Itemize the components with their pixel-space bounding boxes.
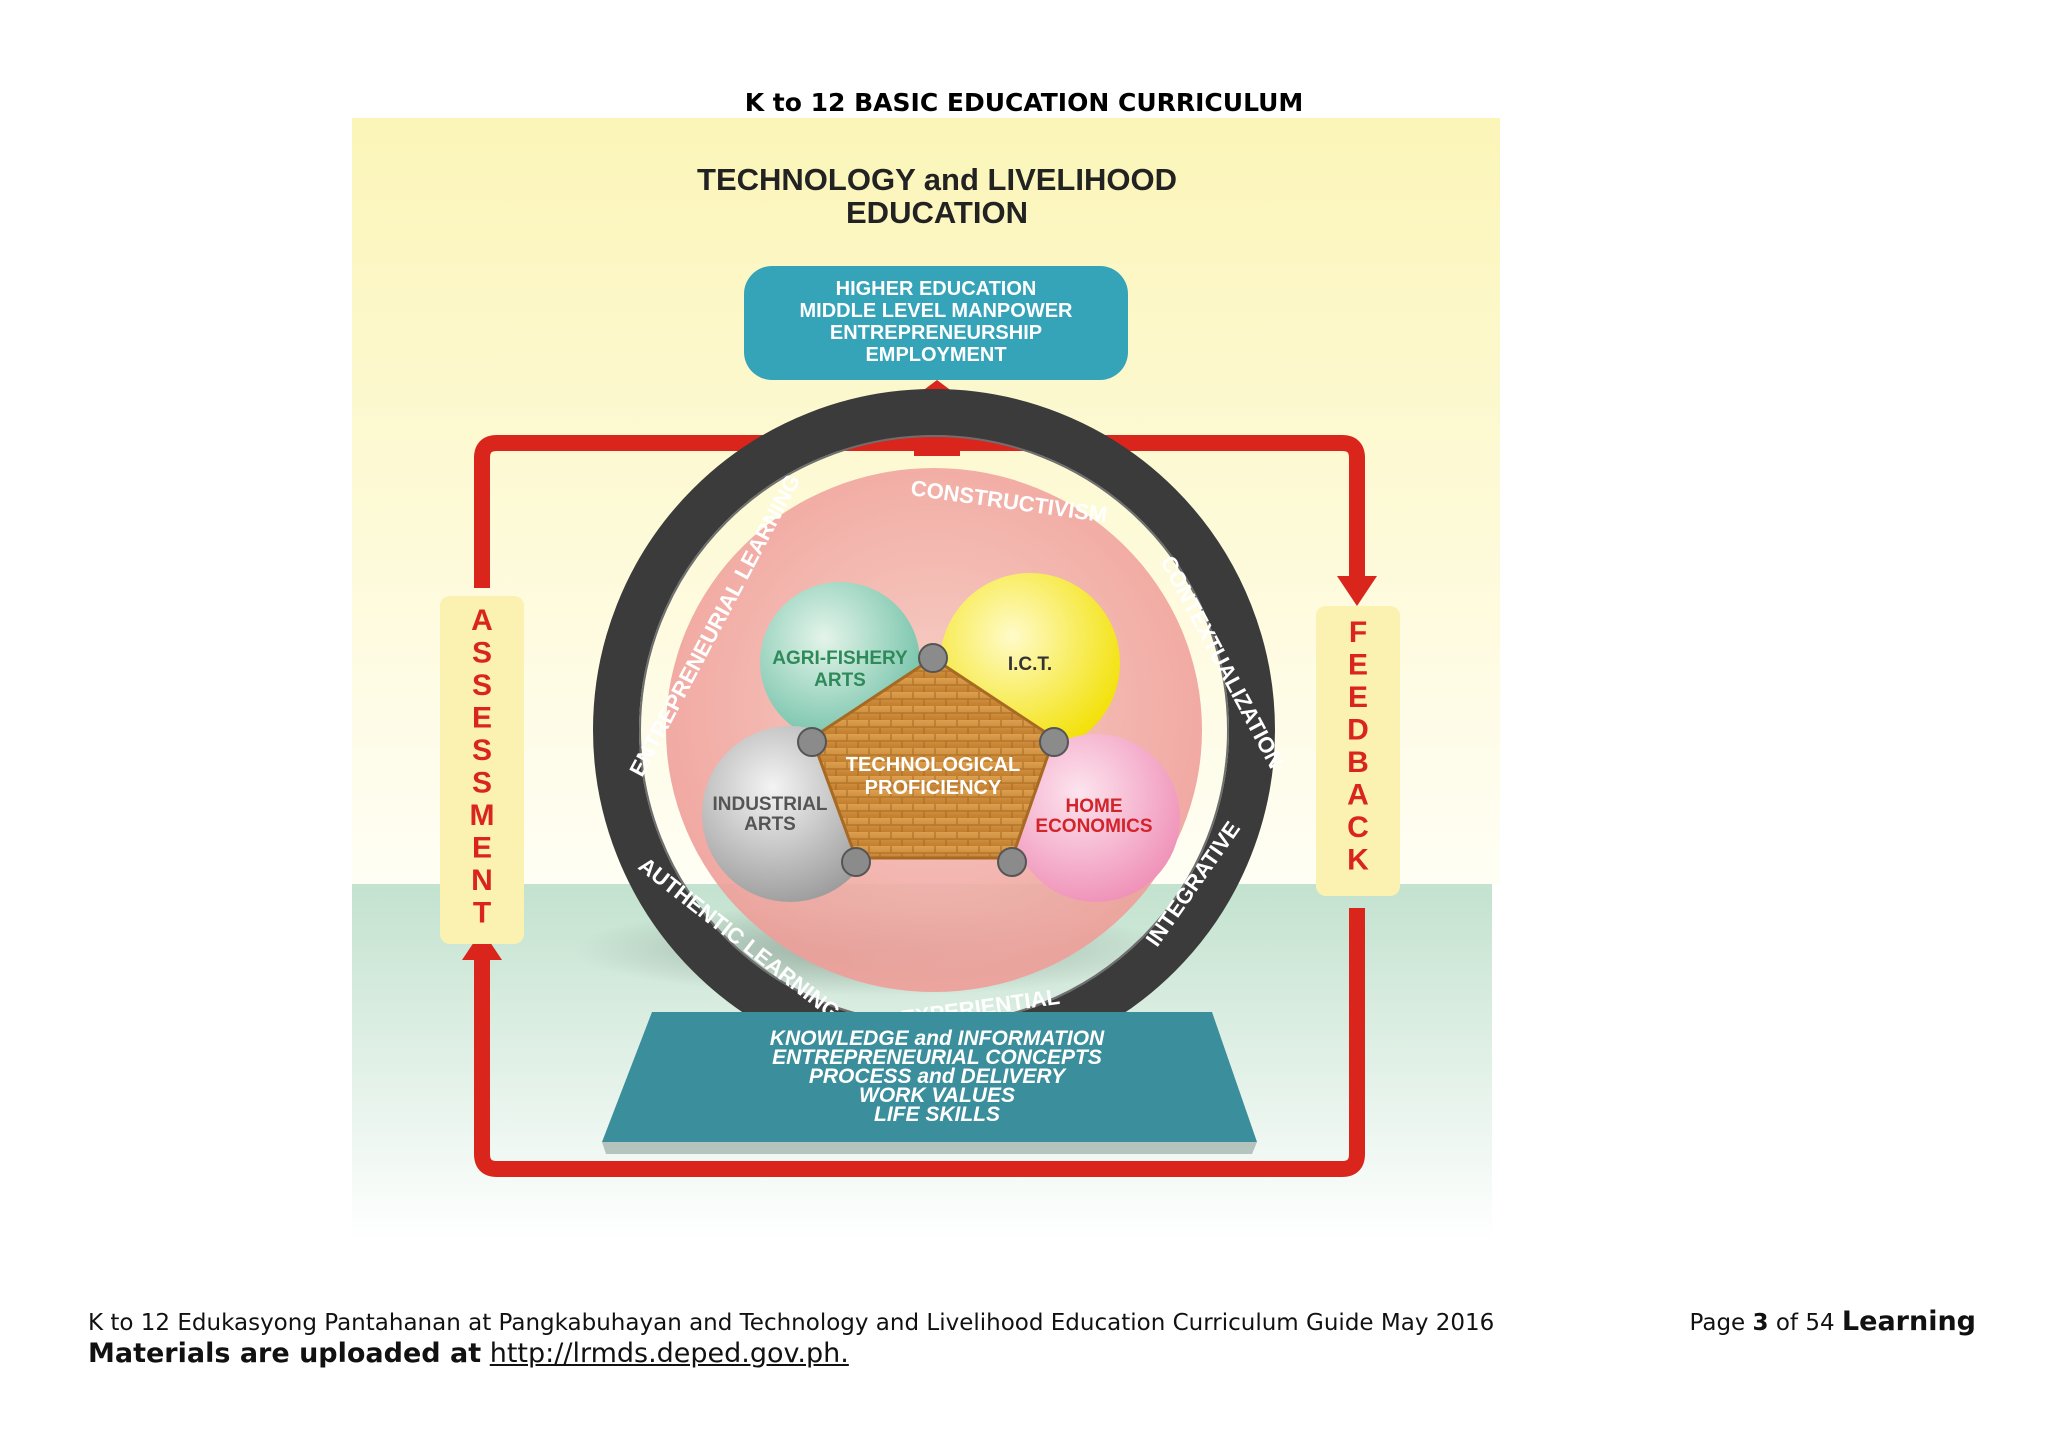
sphere-label-industrial-line2: ARTS — [744, 814, 796, 835]
outcome-entrepreneurship: ENTREPRENEURSHIP — [830, 322, 1042, 344]
outcome-higher-education: HIGHER EDUCATION — [836, 278, 1037, 300]
center-label-line2: PROFICIENCY — [865, 777, 1002, 799]
connector-screw — [918, 643, 948, 673]
tle-framework-figure: TECHNOLOGY and LIVELIHOOD EDUCATION HIGH… — [352, 118, 1500, 1240]
foundation-work-values: WORK VALUES — [859, 1084, 1015, 1107]
feedback-loop-arrow-bottom — [474, 908, 1365, 1177]
foundation-shadow — [602, 1142, 1257, 1154]
connector-screw — [997, 847, 1027, 877]
foundation-knowledge: KNOWLEDGE and INFORMATION — [770, 1027, 1105, 1050]
lrmds-link[interactable]: http://lrmds.deped.gov.ph. — [489, 1338, 849, 1369]
sphere-home-economics — [1012, 734, 1180, 902]
footer-materials-line: Materials are uploaded at http://lrmds.d… — [88, 1338, 849, 1369]
arrow-up-assessment — [462, 930, 502, 960]
foundation-life-skills: LIFE SKILLS — [874, 1103, 1000, 1126]
center-label-line1: TECHNOLOGICAL — [846, 754, 1020, 776]
assessment-panel — [440, 596, 524, 944]
document-header: K to 12 BASIC EDUCATION CURRICULUM — [744, 88, 1304, 117]
figure-title-line2: EDUCATION — [846, 195, 1028, 230]
outcome-middle-level-manpower: MIDDLE LEVEL MANPOWER — [800, 300, 1074, 322]
page-prefix: Page — [1689, 1310, 1746, 1336]
page-suffix: Learning — [1841, 1306, 1976, 1337]
foundation-entrepreneurial-concepts: ENTREPRENEURIAL CONCEPTS — [772, 1046, 1102, 1069]
outcomes-box — [744, 266, 1128, 380]
sphere-label-industrial-line1: INDUSTRIAL — [712, 794, 827, 815]
connector-screw — [797, 727, 827, 757]
sphere-label-agri-line1: AGRI-FISHERY — [772, 648, 908, 669]
foundation-process-delivery: PROCESS and DELIVERY — [809, 1065, 1067, 1088]
figure-title-line1: TECHNOLOGY and LIVELIHOOD — [697, 162, 1177, 197]
connector-screw — [841, 847, 871, 877]
materials-label: Materials are uploaded at — [88, 1338, 482, 1369]
sphere-label-agri-line2: ARTS — [814, 670, 866, 691]
outcome-employment: EMPLOYMENT — [865, 344, 1006, 366]
arrow-down-feedback — [1337, 576, 1377, 606]
feedback-panel — [1316, 606, 1400, 896]
connector-screw — [1039, 727, 1069, 757]
footer-text: K to 12 Edukasyong Pantahanan at Pangkab… — [88, 1310, 1495, 1336]
footer-page-indicator: Page 3 of 54 Learning — [1690, 1306, 1976, 1337]
sphere-label-home-line1: HOME — [1066, 796, 1123, 817]
technological-proficiency-basket — [810, 656, 1056, 860]
sphere-label-home-line2: ECONOMICS — [1035, 816, 1152, 837]
page-total: of 54 — [1775, 1310, 1835, 1336]
page-number: 3 — [1752, 1310, 1769, 1336]
sphere-label-ict: I.C.T. — [1008, 654, 1052, 675]
foundation-base — [602, 1012, 1257, 1142]
